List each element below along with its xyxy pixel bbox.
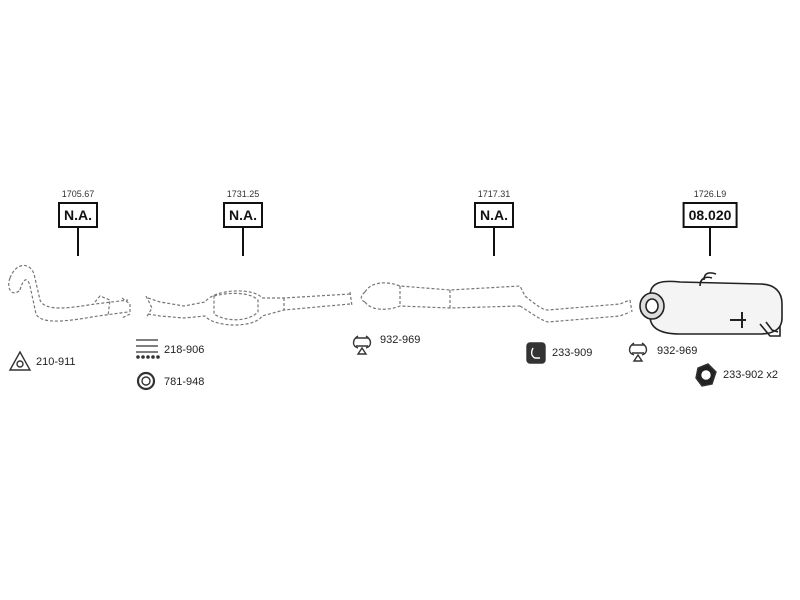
section-1-ref: 1705.67 [61,189,95,199]
part-label-hex-nut[interactable]: 233-902 x2 [723,369,779,381]
section-2-code-box[interactable]: N.A. [223,202,263,228]
section-3-stem [493,228,495,256]
part-label-ring-gasket[interactable]: 781-948 [164,376,205,388]
section-3-ref: 1717.31 [477,189,511,199]
part-label-rubber-mount[interactable]: 233-909 [552,347,593,359]
clamp-icon-2 [628,342,648,362]
catalytic-converter-shape [145,290,353,326]
center-pipe-shape [360,282,633,323]
rubber-mount-icon [526,342,546,364]
section-3-code-box[interactable]: N.A. [474,202,514,228]
section-1-stem [77,228,79,256]
part-label-clamp-1[interactable]: 932-969 [380,334,421,346]
section-4-code-box[interactable]: 08.020 [682,202,738,228]
part-label-clamp-2[interactable]: 932-969 [657,345,698,357]
part-label-bolt-kit[interactable]: 218-906 [164,344,205,356]
section-1-code-box[interactable]: N.A. [58,202,98,228]
rear-silencer-shape [639,272,783,337]
clamp-icon-1 [352,335,372,355]
ring-gasket-icon [136,371,156,391]
section-2-ref: 1731.25 [226,189,260,199]
hex-nut-icon [695,363,717,387]
section-2-stem [242,228,244,256]
front-pipe-shape [8,264,131,322]
part-label-gasket[interactable]: 210-911 [36,356,76,368]
section-4-ref: 1726.L9 [693,189,727,199]
section-4-stem [709,228,711,256]
triangle-gasket-icon [8,350,32,371]
bolt-kit-icon [136,339,160,359]
